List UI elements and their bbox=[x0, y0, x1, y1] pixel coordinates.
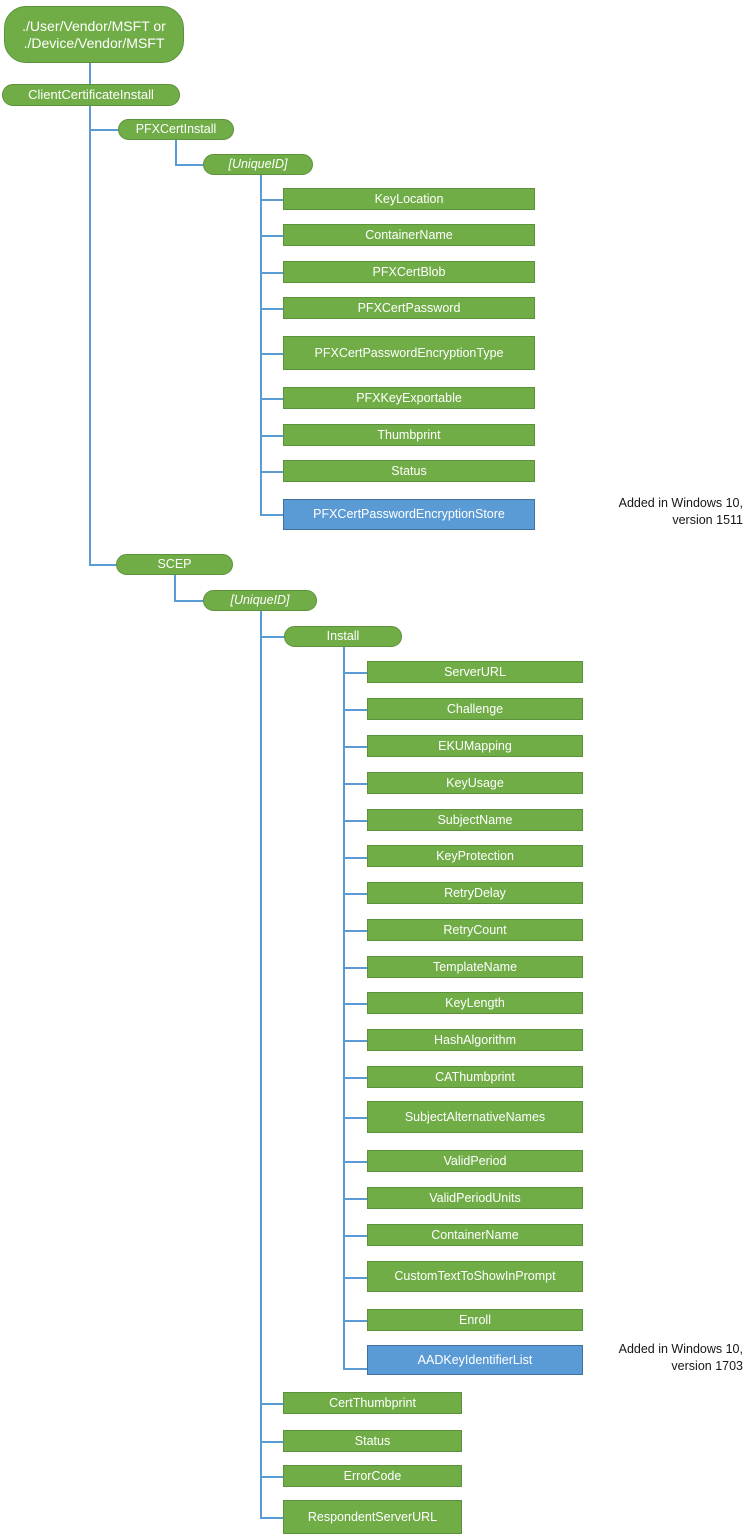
node-status-scep[interactable]: Status bbox=[283, 1430, 462, 1452]
connector-stub-install-leaf-17 bbox=[343, 1320, 368, 1322]
node-scep[interactable]: SCEP bbox=[116, 554, 233, 575]
node-pfxcertblob[interactable]: PFXCertBlob bbox=[283, 261, 535, 283]
connector-stub-install-leaf-7 bbox=[343, 930, 368, 932]
annotation-added-1703: Added in Windows 10, version 1703 bbox=[618, 1342, 743, 1373]
connector-stub-pfx-leaf-4 bbox=[260, 353, 284, 355]
connector-scep-to-uniqueid bbox=[174, 600, 204, 602]
node-cathumbprint[interactable]: CAThumbprint bbox=[367, 1066, 583, 1088]
node-pfxcertinstall[interactable]: PFXCertInstall bbox=[118, 119, 234, 140]
connector-stub-pfxcertinstall bbox=[89, 129, 119, 131]
node-validperiodunits[interactable]: ValidPeriodUnits bbox=[367, 1187, 583, 1209]
connector-stub-install-leaf-16 bbox=[343, 1277, 368, 1279]
connector-stub-install-leaf-15 bbox=[343, 1235, 368, 1237]
connector-stub-install-leaf-10 bbox=[343, 1040, 368, 1042]
connector-stub-install-leaf-12 bbox=[343, 1117, 368, 1119]
node-templatename[interactable]: TemplateName bbox=[367, 956, 583, 978]
connector-stub-pfx-leaf-1 bbox=[260, 235, 284, 237]
connector-stub-install-leaf-5 bbox=[343, 857, 368, 859]
connector-stub-install-leaf-18 bbox=[343, 1368, 368, 1370]
connector-stub-scep bbox=[89, 564, 117, 566]
node-keylength[interactable]: KeyLength bbox=[367, 992, 583, 1014]
node-subjectname[interactable]: SubjectName bbox=[367, 809, 583, 831]
connector-rail-scep-uniqueid bbox=[260, 611, 262, 1518]
connector-pfxcertinstall-to-uniqueid bbox=[175, 164, 204, 166]
node-certthumbprint[interactable]: CertThumbprint bbox=[283, 1392, 462, 1414]
connector-pfxcertinstall-down bbox=[175, 140, 177, 164]
connector-trunk-level1 bbox=[89, 106, 91, 565]
connector-stub-install-leaf-11 bbox=[343, 1077, 368, 1079]
node-pfxkeyexportable[interactable]: PFXKeyExportable bbox=[283, 387, 535, 409]
connector-rail-install-leaves bbox=[343, 647, 345, 1369]
node-ekumapping[interactable]: EKUMapping bbox=[367, 735, 583, 757]
connector-rail-pfx-leaves bbox=[260, 175, 262, 516]
connector-stub-install-leaf-8 bbox=[343, 967, 368, 969]
node-retrycount[interactable]: RetryCount bbox=[367, 919, 583, 941]
node-pfxcertpasswordencryptionstore[interactable]: PFXCertPasswordEncryptionStore bbox=[283, 499, 535, 530]
connector-stub-scep-leaf-0 bbox=[260, 1403, 284, 1405]
connector-root-to-clientcertificateinstall bbox=[89, 63, 91, 84]
connector-stub-pfx-leaf-7 bbox=[260, 471, 284, 473]
node-subjectalternativenames[interactable]: SubjectAlternativeNames bbox=[367, 1101, 583, 1133]
connector-stub-pfx-leaf-2 bbox=[260, 272, 284, 274]
connector-stub-pfx-leaf-3 bbox=[260, 308, 284, 310]
node-enroll[interactable]: Enroll bbox=[367, 1309, 583, 1331]
connector-stub-scep-leaf-2 bbox=[260, 1476, 284, 1478]
node-keyprotection[interactable]: KeyProtection bbox=[367, 845, 583, 867]
connector-stub-install-leaf-9 bbox=[343, 1003, 368, 1005]
connector-stub-install-leaf-4 bbox=[343, 820, 368, 822]
node-retrydelay[interactable]: RetryDelay bbox=[367, 882, 583, 904]
node-root[interactable]: ./User/Vendor/MSFT or ./Device/Vendor/MS… bbox=[4, 6, 184, 63]
node-status-pfx[interactable]: Status bbox=[283, 460, 535, 482]
node-hashalgorithm[interactable]: HashAlgorithm bbox=[367, 1029, 583, 1051]
connector-stub-install-leaf-13 bbox=[343, 1161, 368, 1163]
node-errorcode[interactable]: ErrorCode bbox=[283, 1465, 462, 1487]
node-keylocation[interactable]: KeyLocation bbox=[283, 188, 535, 210]
connector-stub-pfx-leaf-6 bbox=[260, 435, 284, 437]
connector-stub-install bbox=[260, 636, 285, 638]
node-install[interactable]: Install bbox=[284, 626, 402, 647]
annotation-added-1511: Added in Windows 10, version 1511 bbox=[618, 496, 743, 527]
node-customtexttoshowinprompt[interactable]: CustomTextToShowInPrompt bbox=[367, 1261, 583, 1292]
connector-stub-install-leaf-1 bbox=[343, 709, 368, 711]
node-validperiod[interactable]: ValidPeriod bbox=[367, 1150, 583, 1172]
node-aadkeyidentifierlist[interactable]: AADKeyIdentifierList bbox=[367, 1345, 583, 1375]
connector-stub-install-leaf-0 bbox=[343, 672, 368, 674]
node-containername-pfx[interactable]: ContainerName bbox=[283, 224, 535, 246]
connector-stub-scep-leaf-3 bbox=[260, 1517, 284, 1519]
node-containername-scep[interactable]: ContainerName bbox=[367, 1224, 583, 1246]
node-respondentserverurl[interactable]: RespondentServerURL bbox=[283, 1500, 462, 1534]
connector-stub-install-leaf-14 bbox=[343, 1198, 368, 1200]
connector-stub-scep-leaf-1 bbox=[260, 1441, 284, 1443]
connector-stub-install-leaf-6 bbox=[343, 893, 368, 895]
node-clientcertificateinstall[interactable]: ClientCertificateInstall bbox=[2, 84, 180, 106]
connector-stub-install-leaf-2 bbox=[343, 746, 368, 748]
connector-stub-pfx-leaf-0 bbox=[260, 199, 284, 201]
connector-stub-pfx-leaf-5 bbox=[260, 398, 284, 400]
node-keyusage[interactable]: KeyUsage bbox=[367, 772, 583, 794]
node-pfxcertpassword[interactable]: PFXCertPassword bbox=[283, 297, 535, 319]
connector-scep-down bbox=[174, 575, 176, 600]
node-thumbprint[interactable]: Thumbprint bbox=[283, 424, 535, 446]
node-pfxcertpasswordencryptiontype[interactable]: PFXCertPasswordEncryptionType bbox=[283, 336, 535, 370]
connector-stub-install-leaf-3 bbox=[343, 783, 368, 785]
node-challenge[interactable]: Challenge bbox=[367, 698, 583, 720]
node-scep-uniqueid[interactable]: [UniqueID] bbox=[203, 590, 317, 611]
node-pfxcertinstall-uniqueid[interactable]: [UniqueID] bbox=[203, 154, 313, 175]
connector-stub-pfx-leaf-8 bbox=[260, 514, 284, 516]
node-serverurl[interactable]: ServerURL bbox=[367, 661, 583, 683]
